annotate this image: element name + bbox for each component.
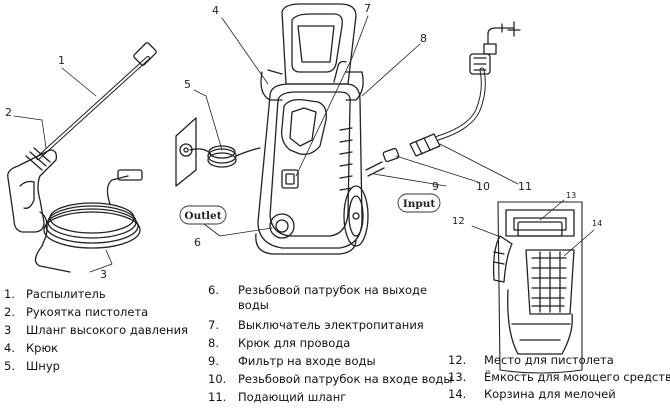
supply-hose [435,53,491,141]
rear-detail-view [492,201,583,374]
inlet-filter [365,147,400,177]
water-tap [483,21,521,55]
callout-leaders [13,15,595,273]
callout-11: 11 [518,180,532,193]
callout-14: 14 [592,219,602,228]
outlet-label: Outlet [184,210,221,222]
legend-column-2: 6.Резьбовой патрубок на выходе воды 7.Вы… [208,283,452,408]
input-label: Input [403,198,436,210]
callout-7: 7 [364,2,371,15]
legend-item-6: 6.Резьбовой патрубок на выходе [208,283,428,297]
callout-1: 1 [58,54,65,67]
callout-5: 5 [184,78,191,91]
spray-lance [25,42,157,171]
legend-item-14: 14.Корзина для мелочей [448,387,616,401]
callout-10: 10 [476,180,490,193]
callout-3: 3 [100,268,107,281]
legend-column-3: 12.Место для пистолета 13.Ёмкость для мо… [448,353,670,404]
legend-item-5: 5.Шнур [4,359,60,373]
legend-item-10: 10.Резьбовой патрубок на входе воды [208,372,453,386]
legend-item-9: 9.Фильтр на входе воды [208,354,376,368]
callout-4: 4 [212,4,219,17]
wall-socket [175,117,197,187]
legend-item-2: 2.Рукоятка пистолета [4,305,149,319]
high-pressure-hose [34,169,143,273]
callout-13: 13 [566,191,576,200]
legend-item-12: 12.Место для пистолета [448,353,614,367]
legend-item-7: 7.Выключатель электропитания [208,318,424,332]
callout-8: 8 [420,32,427,45]
legend-item-1: 1.Распылитель [4,287,106,301]
callout-9: 9 [432,180,439,193]
port-labels: Outlet Input [179,193,441,225]
inlet-connector [409,133,441,157]
legend-item-8: 8.Крюк для провода [208,336,351,350]
legend-item-13: 13.Ёмкость для моющего средства [448,370,670,384]
callout-6: 6 [194,236,201,249]
legend-item-11: 11.Подающий шланг [208,390,347,404]
callout-2: 2 [5,106,12,119]
legend-item-4: 4.Крюк [4,341,59,355]
callout-numbers: 1 2 3 4 5 6 7 8 9 10 11 12 13 14 [5,2,602,281]
power-cord [189,145,261,168]
callout-12: 12 [452,216,465,227]
washer-body [255,3,369,255]
legend-item-6-cont: воды [238,298,269,312]
